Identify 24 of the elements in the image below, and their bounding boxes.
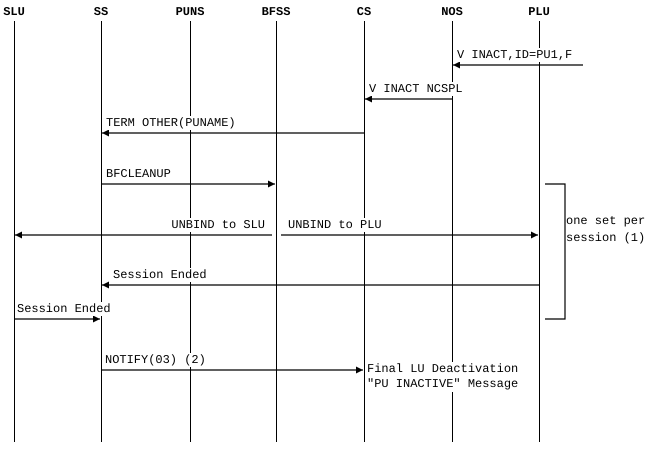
message-label: V INACT,ID=PU1,F <box>456 48 574 62</box>
message-arrow <box>453 62 583 68</box>
message-arrow <box>102 130 364 136</box>
participant-label: CS <box>356 5 372 19</box>
message-arrow <box>281 232 538 238</box>
message-arrow <box>101 366 363 374</box>
participant-label: PLU <box>527 5 551 19</box>
message-label: NOTIFY(03) (2) <box>104 353 207 367</box>
message-arrow <box>14 316 100 322</box>
message-arrow <box>365 96 452 102</box>
message-label: UNBIND to PLU <box>287 218 383 232</box>
message-label: V INACT NCSPL <box>368 82 464 96</box>
message-label: UNBIND to SLU <box>170 218 266 232</box>
message-label: Session Ended <box>112 268 208 282</box>
message-arrow <box>15 232 272 238</box>
participant-label: NOS <box>440 5 464 19</box>
message-label: TERM OTHER(PUNAME) <box>105 116 237 130</box>
participant-label: SLU <box>2 5 26 19</box>
message-label: Session Ended <box>16 302 112 316</box>
message-arrow <box>101 180 275 188</box>
message-arrow <box>102 282 539 288</box>
participant-label: BFSS <box>260 5 292 19</box>
participant-label: PUNS <box>174 5 206 19</box>
participant-label: SS <box>92 5 110 19</box>
